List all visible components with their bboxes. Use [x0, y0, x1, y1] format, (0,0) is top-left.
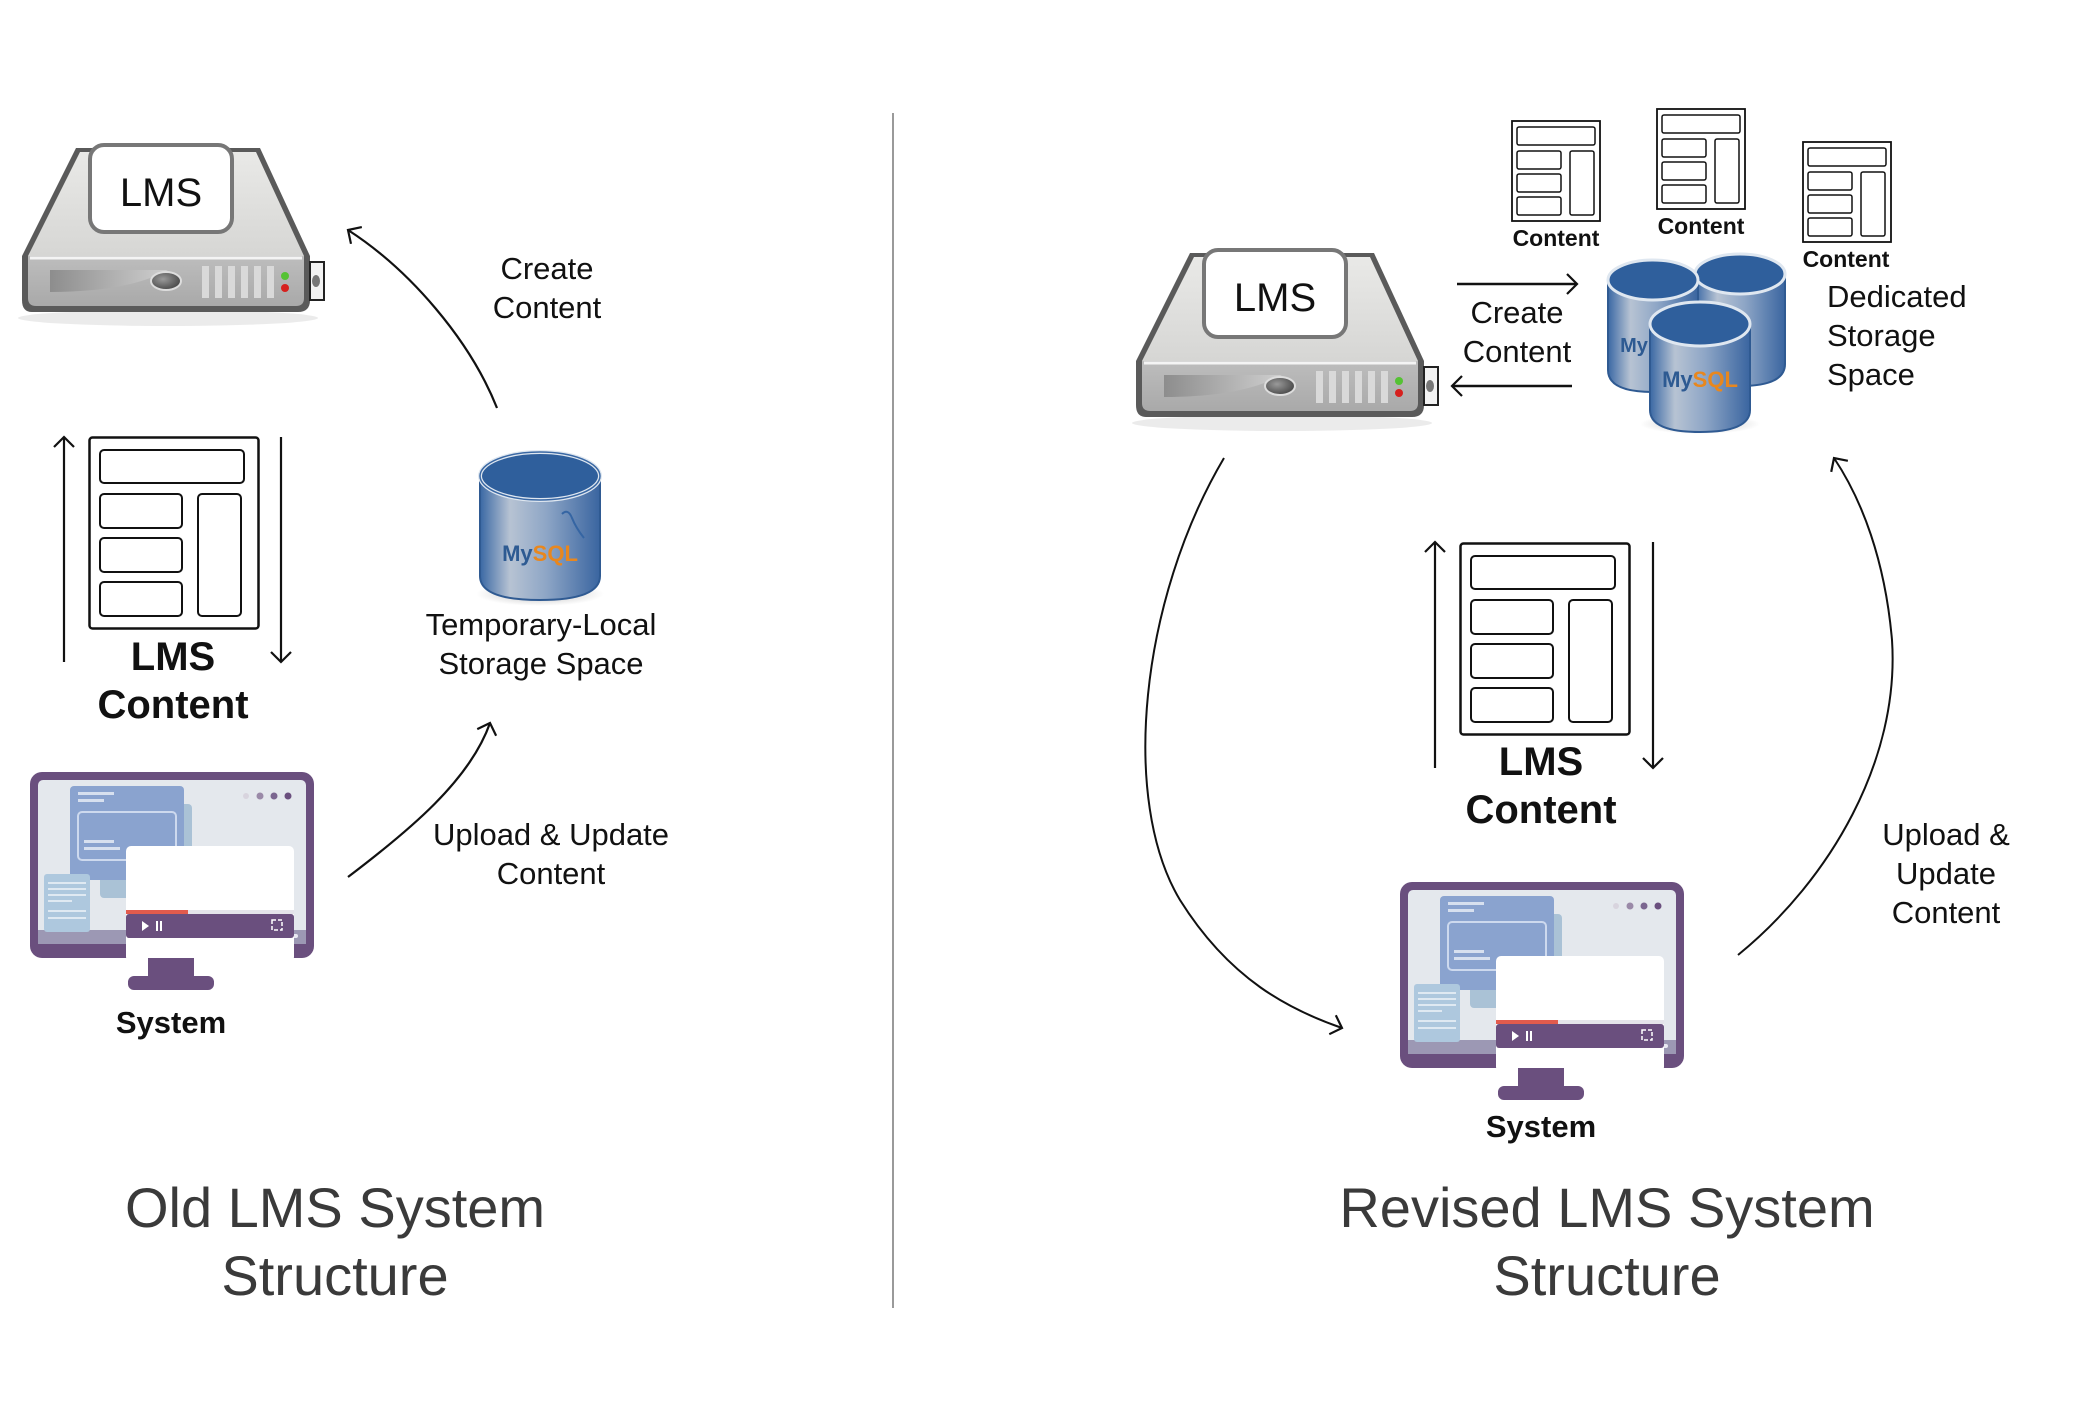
- mysql-sql: SQL: [1692, 367, 1738, 392]
- dedicated-storage-label: Dedicated Storage Space: [1827, 278, 1967, 394]
- mysql-my: My: [1662, 367, 1693, 392]
- system-label: System: [1485, 1109, 1597, 1144]
- upload-update-label: Upload & Update Content: [401, 816, 701, 894]
- monitor-icon: [30, 772, 314, 990]
- lms-content-line2: Content: [1465, 788, 1617, 832]
- lms-server: LMS: [18, 140, 328, 326]
- create-content-line1: Create: [1470, 295, 1564, 330]
- old-title-line1: Old LMS System: [124, 1176, 546, 1239]
- system-monitor: [28, 770, 316, 992]
- upload-update-line3: Content: [1891, 894, 2001, 930]
- panel-divider: [892, 113, 894, 1308]
- storage-label-line1: Dedicated: [1827, 279, 1967, 314]
- upload-update-label: Upload & Update Content: [1846, 816, 2046, 932]
- server-icon: [1132, 248, 1439, 431]
- system-label: System: [115, 1005, 227, 1040]
- server-label: LMS: [1233, 276, 1317, 320]
- storage-label-line3: Space: [1827, 356, 1915, 392]
- document-layout-icon: [1511, 120, 1601, 222]
- lms-content-line2: Content: [97, 683, 249, 727]
- content-doc-label: Content: [1802, 246, 1890, 272]
- revised-title-line1: Revised LMS System: [1339, 1176, 1875, 1239]
- upload-update-line2: Update: [1896, 855, 1996, 891]
- revised-lms-title: Revised LMS System Structure: [1307, 1174, 1907, 1311]
- database-cluster-icon: [1606, 252, 1787, 434]
- mysql-logo-back: My: [1614, 334, 1654, 359]
- content-document: [1511, 120, 1601, 222]
- monitor-icon: [1400, 882, 1684, 1100]
- lms-content-label: LMS Content: [73, 633, 273, 729]
- lms-content-document: [88, 436, 260, 630]
- create-content-arrow: [53, 225, 499, 878]
- temporary-local-database: MySQL: [470, 448, 610, 608]
- mysql-my: My: [1620, 335, 1648, 357]
- content-document: [1802, 141, 1892, 243]
- document-layout-icon: [1656, 108, 1746, 210]
- lms-content-document: [1459, 542, 1631, 736]
- storage-label-line2: Storage: [1827, 317, 1936, 353]
- lms-content-label: LMS Content: [1441, 738, 1641, 834]
- dedicated-database-cluster: My MySQL: [1600, 246, 1810, 436]
- revised-title-line2: Structure: [1493, 1244, 1721, 1308]
- upload-update-line1: Upload & Update: [432, 817, 670, 852]
- create-content-label-revised: Create Content: [1417, 294, 1617, 372]
- create-content-label: Create Content: [447, 250, 647, 328]
- storage-label-line2: Storage Space: [438, 645, 644, 681]
- temporary-storage-label: Temporary-Local Storage Space: [391, 606, 691, 684]
- old-lms-title: Old LMS System Structure: [35, 1174, 635, 1311]
- server-icon: [18, 143, 325, 326]
- system-monitor: [1398, 880, 1686, 1102]
- lms-content-line1: LMS: [130, 635, 216, 679]
- lms-server-revised: LMS: [1132, 245, 1442, 431]
- mysql-logo-front: MySQL: [1650, 366, 1750, 394]
- upload-update-line2: Content: [496, 855, 606, 891]
- document-layout-icon: [88, 436, 260, 630]
- content-doc-label: Content: [1657, 213, 1745, 239]
- mysql-logo: MySQL: [488, 540, 592, 568]
- document-layout-icon: [1802, 141, 1892, 243]
- content-document: [1656, 108, 1746, 210]
- create-content-line2: Content: [492, 289, 602, 325]
- content-doc-label: Content: [1512, 225, 1600, 251]
- lms-content-line1: LMS: [1498, 740, 1584, 784]
- mysql-my: My: [502, 541, 533, 566]
- database-icon: [476, 450, 604, 606]
- storage-label-line1: Temporary-Local: [425, 607, 657, 642]
- server-label: LMS: [119, 171, 203, 215]
- upload-update-line1: Upload &: [1882, 817, 2010, 852]
- old-title-line2: Structure: [221, 1244, 449, 1308]
- create-content-line2: Content: [1462, 333, 1572, 369]
- document-layout-icon: [1459, 542, 1631, 736]
- mysql-sql: SQL: [532, 541, 578, 566]
- create-content-line1: Create: [500, 251, 594, 286]
